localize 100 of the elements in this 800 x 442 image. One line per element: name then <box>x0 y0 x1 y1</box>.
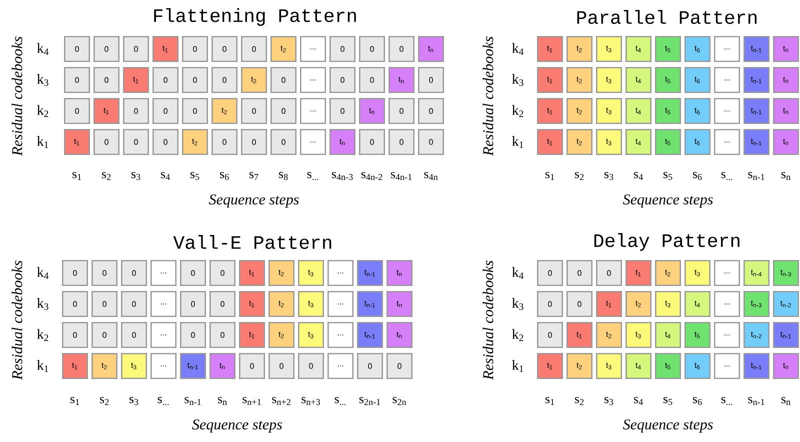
column-label: s$_{1}$ <box>545 172 554 180</box>
column-label: s$_{5}$ <box>190 172 200 180</box>
panel-title: Vall-E Pattern <box>173 235 332 249</box>
column-label: s$_{2}$ <box>102 172 111 180</box>
grid-cell: t$_{1}$ <box>537 36 563 62</box>
grid-cell: t$_{n-1}$ <box>744 353 770 379</box>
column-label: s$_{4n-3}$ <box>332 172 353 180</box>
grid-cell: 0 <box>94 129 120 155</box>
grid-cell: 0 <box>210 291 236 317</box>
grid-cell: t$_{n}$ <box>386 260 412 286</box>
row-label: k$_{3}$ <box>512 298 524 310</box>
grid-cell: t$_{3}$ <box>298 260 324 286</box>
grid-cell: t$_{n-1}$ <box>773 322 799 348</box>
grid-cell: 0 <box>182 98 208 124</box>
grid-cell: t$_{3}$ <box>596 353 622 379</box>
grid-cell: 0 <box>152 98 178 124</box>
row-label: k$_{2}$ <box>512 105 524 117</box>
grid-cell: t$_{4}$ <box>684 291 710 317</box>
row-label: k$_{4}$ <box>37 43 49 55</box>
grid-cell: 0 <box>241 98 267 124</box>
grid-cell: t$_{2}$ <box>566 353 592 379</box>
grid-cell: t$_{1}$ <box>123 67 149 93</box>
column-label: s$_{n+3}$ <box>302 396 320 406</box>
grid-cell: t$_{n-4}$ <box>744 260 770 286</box>
grid-cell: t$_{1}$ <box>537 98 563 124</box>
grid-cell: t$_{3}$ <box>655 291 681 317</box>
row-label: k$_{3}$ <box>37 298 48 310</box>
grid-cell: 0 <box>241 36 267 62</box>
grid-cell: t$_{6}$ <box>684 98 710 124</box>
column-label: s$_{n+1}$ <box>242 397 261 405</box>
grid-cell: 0 <box>388 129 414 155</box>
grid-cell: t$_{3}$ <box>298 322 324 348</box>
grid-cell: t$_{3}$ <box>121 353 147 379</box>
grid-cell: t$_{2}$ <box>92 353 118 379</box>
grid-cell: 0 <box>537 260 563 286</box>
grid-cell: ... <box>328 260 354 286</box>
grid-cell: t$_{2}$ <box>212 98 238 124</box>
column-label: s$_{1}$ <box>545 397 554 405</box>
grid-cell: ... <box>300 129 326 155</box>
grid-cell: 0 <box>270 67 296 93</box>
grid-cell: 0 <box>123 129 149 155</box>
row-label: k$_{1}$ <box>37 136 48 148</box>
grid-cell: ... <box>150 322 176 348</box>
column-label: s$_{n+2}$ <box>272 397 290 406</box>
column-label: s$_{2}$ <box>100 397 109 406</box>
grid-cell: t$_{n-2}$ <box>744 322 770 348</box>
grid-cell: ... <box>714 260 740 286</box>
axis-label: Residual codebooks <box>482 36 494 156</box>
grid-cell: t$_{1}$ <box>566 322 592 348</box>
grid-cell: t$_{6}$ <box>684 67 710 93</box>
grid-cell: 0 <box>121 260 147 286</box>
grid-cell: 0 <box>121 322 147 348</box>
grid-cell: 0 <box>566 260 592 286</box>
grid-cell: 0 <box>418 129 444 155</box>
grid-cell: 0 <box>180 260 206 286</box>
grid-cell: t$_{2}$ <box>241 67 267 93</box>
grid-cell: 0 <box>239 353 265 379</box>
grid-cell: t$_{1}$ <box>537 353 563 379</box>
grid-cell: t$_{n}$ <box>386 322 412 348</box>
grid-cell: t$_{2}$ <box>655 260 681 286</box>
row-label: k$_{1}$ <box>512 360 524 372</box>
grid-cell: ... <box>150 353 176 379</box>
grid-cell: ... <box>714 353 740 379</box>
grid-cell: 0 <box>359 36 385 62</box>
grid-cell: ... <box>714 322 740 348</box>
column-label: s$_{...}$ <box>334 396 346 406</box>
grid-cell: t$_{2}$ <box>626 291 652 317</box>
grid-cell: t$_{1}$ <box>94 98 120 124</box>
grid-cell: ... <box>714 291 740 317</box>
grid-cell: t$_{n-1}$ <box>357 291 383 317</box>
grid-cell: t$_{2}$ <box>268 322 294 348</box>
grid-cell: t$_{2}$ <box>596 322 622 348</box>
grid-cell: 0 <box>566 291 592 317</box>
row-label: k$_{4}$ <box>37 267 49 279</box>
grid-cell: 0 <box>64 36 90 62</box>
column-label: s$_{6}$ <box>692 172 702 180</box>
grid-cell: 0 <box>180 322 206 348</box>
panel-title: Flattening Pattern <box>154 8 356 26</box>
row-label: k$_{2}$ <box>37 329 48 341</box>
grid-cell: 0 <box>94 36 120 62</box>
axis-label: Residual codebooks <box>482 260 494 380</box>
grid-cell: 0 <box>386 353 412 379</box>
column-label: s$_{8}$ <box>278 172 288 180</box>
grid-cell: t$_{n}$ <box>418 36 444 62</box>
grid-cell: 0 <box>330 36 356 62</box>
grid-cell: ... <box>714 129 740 155</box>
grid-cell: t$_{n-3}$ <box>773 260 799 286</box>
grid-cell: t$_{4}$ <box>626 98 652 124</box>
grid-cell: t$_{3}$ <box>596 36 622 62</box>
grid-cell: t$_{n}$ <box>386 291 412 317</box>
row-label: k$_{4}$ <box>512 43 524 55</box>
grid-cell: t$_{3}$ <box>596 67 622 93</box>
axis-label: Residual codebooks <box>12 260 22 380</box>
grid-cell: ... <box>150 260 176 286</box>
grid-cell: 0 <box>92 291 118 317</box>
grid-cell: t$_{6}$ <box>684 36 710 62</box>
grid-cell: t$_{3}$ <box>298 291 324 317</box>
grid-cell: 0 <box>180 291 206 317</box>
column-label: s$_{5}$ <box>663 172 672 180</box>
grid-cell: 0 <box>152 129 178 155</box>
